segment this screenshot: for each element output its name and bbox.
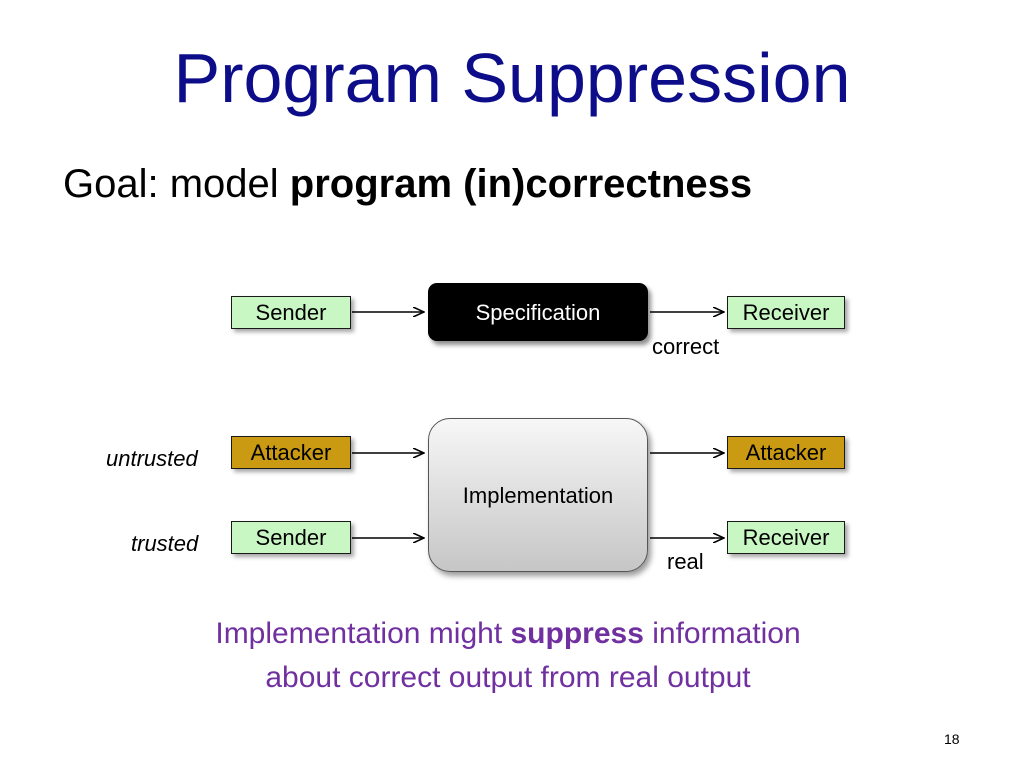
sender-input-box: Sender <box>231 521 351 554</box>
goal-prefix: Goal: model <box>63 162 290 206</box>
specification-box: Specification <box>428 283 648 341</box>
slide-title: Program Suppression <box>173 39 851 117</box>
caption-bold: suppress <box>510 617 644 650</box>
trusted-label: trusted <box>131 531 199 556</box>
implementation-box: Implementation <box>428 418 648 572</box>
untrusted-label: untrusted <box>106 446 198 471</box>
real-label: real <box>667 549 704 574</box>
receiver-output-box: Receiver <box>727 521 845 554</box>
caption-pre: Implementation might <box>215 617 511 650</box>
page-number: 18 <box>944 731 960 747</box>
attacker-output-box: Attacker <box>727 436 845 469</box>
goal-emphasis: program (in)correctness <box>289 162 753 206</box>
caption-line-1: Implementation might suppress informatio… <box>0 612 1016 656</box>
top-sender-box: Sender <box>231 296 351 329</box>
caption-line-2: about correct output from real output <box>265 661 751 694</box>
attacker-input-box: Attacker <box>231 436 351 469</box>
correct-label: correct <box>652 334 720 359</box>
top-receiver-box: Receiver <box>727 296 845 329</box>
goal-line: Goal: model program (in)correctness <box>63 162 752 207</box>
caption-post: information <box>643 617 801 650</box>
